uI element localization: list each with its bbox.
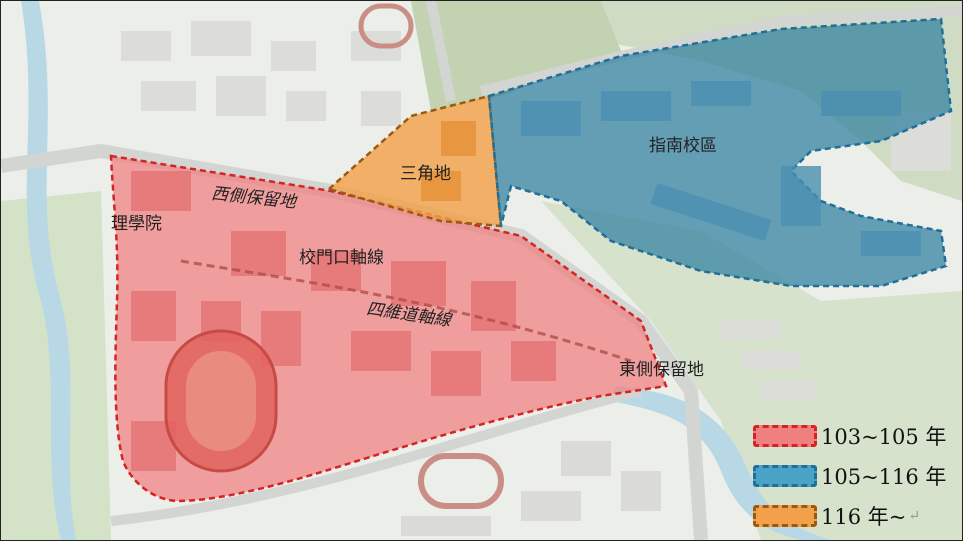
legend-label: 116 年~ (821, 505, 907, 529)
river-west (21, 1, 76, 540)
blue-zone-buildings (521, 81, 921, 256)
track-south (418, 453, 504, 509)
track-north (358, 3, 414, 49)
red-zone-buildings (131, 171, 556, 471)
legend-swatch-blue (753, 465, 817, 487)
forest-north (411, 1, 621, 111)
label-gate-axis: 校門口軸線 (299, 248, 384, 268)
north-road (479, 6, 962, 96)
legend-item-103-105: 103~105 年 (753, 421, 946, 451)
building-blocks-nw (121, 21, 401, 126)
label-science-college: 理學院 (111, 214, 162, 234)
legend-item-116: 116 年~ ↵ (753, 501, 920, 531)
legend-swatch-orange (753, 505, 817, 527)
legend-item-105-116: 105~116 年 (753, 461, 946, 491)
river-south (611, 386, 831, 540)
south-road (110, 386, 643, 526)
legend-label: 103~105 年 (821, 425, 947, 449)
zone-105-116[interactable] (487, 17, 953, 288)
north-access-road (426, 1, 456, 102)
label-east-reserve: 東側保留地 (619, 360, 704, 380)
legend-label: 105~116 年 (821, 465, 947, 489)
label-zhinan-campus: 指南校區 (649, 136, 717, 156)
orange-zone-buildings (421, 121, 476, 201)
label-triangle: 三角地 (400, 164, 451, 184)
return-mark-icon: ↵ (908, 508, 921, 524)
green-south-east (541, 201, 962, 540)
legend-swatch-red (753, 425, 817, 447)
track-field (186, 351, 256, 451)
building-blocks-south (401, 441, 661, 536)
